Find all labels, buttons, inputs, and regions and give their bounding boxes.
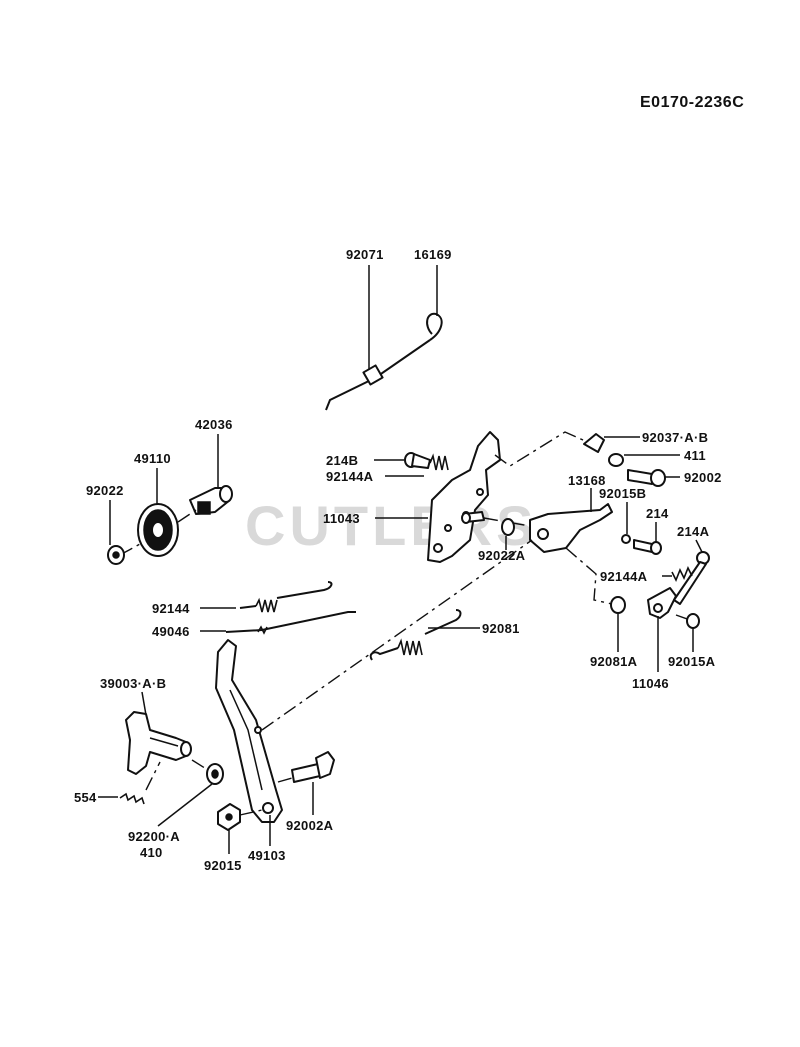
- clip-92015B: [621, 534, 631, 544]
- label-92015A: 92015A: [668, 654, 716, 669]
- bolt-214B: [404, 452, 431, 469]
- label-92081A: 92081A: [590, 654, 638, 669]
- bolt-214A: [673, 551, 710, 605]
- pedal-39003: [125, 711, 192, 775]
- rod-49046: [225, 611, 356, 635]
- label-92002: 92002: [684, 470, 722, 485]
- washer-92022A: [501, 518, 515, 536]
- label-13168: 13168: [568, 473, 606, 488]
- bolt-214: [633, 539, 662, 555]
- label-92037AB: 92037·A·B: [642, 430, 708, 445]
- label-92015: 92015: [204, 858, 242, 873]
- label-42036: 42036: [195, 417, 233, 432]
- label-92022A: 92022A: [478, 548, 526, 563]
- label-92015B: 92015B: [599, 486, 646, 501]
- label-410: 410: [140, 845, 163, 860]
- knob-49110: [137, 503, 179, 557]
- washer-411: [608, 453, 624, 467]
- label-49110: 49110: [134, 451, 171, 466]
- label-214B: 214B: [326, 453, 358, 468]
- watermark: CUTLERS: [245, 494, 537, 557]
- label-554: 554: [74, 790, 97, 805]
- washer-92081A: [610, 596, 626, 614]
- bolt-92002: [627, 469, 666, 487]
- label-92002A: 92002A: [286, 818, 334, 833]
- clip-92037: [583, 433, 605, 453]
- lever-11046: [647, 587, 677, 619]
- lever-49103: [215, 639, 283, 823]
- bolt-92002A: [291, 751, 335, 783]
- shaft-42036: [189, 485, 233, 515]
- label-16169: 16169: [414, 247, 452, 262]
- lever-13168: [529, 503, 613, 553]
- diagram-code: E0170-2236C: [640, 94, 744, 111]
- label-92071: 92071: [346, 247, 384, 262]
- spring-92144: [239, 581, 333, 613]
- rod-92071: [325, 312, 443, 411]
- label-92144A-right: 92144A: [600, 569, 648, 584]
- label-92022: 92022: [86, 483, 124, 498]
- label-92200A: 92200·A: [128, 829, 180, 844]
- label-49046: 49046: [152, 624, 190, 639]
- label-214: 214: [646, 506, 669, 521]
- label-11046: 11046: [632, 676, 669, 691]
- pin-554: [119, 792, 145, 805]
- label-39003AB: 39003·A·B: [100, 676, 166, 691]
- label-11043: 11043: [323, 511, 360, 526]
- label-92081: 92081: [482, 621, 520, 636]
- label-214A: 214A: [677, 524, 710, 539]
- nut-92015A: [686, 613, 700, 629]
- label-92144A-top: 92144A: [326, 469, 374, 484]
- label-411: 411: [684, 448, 706, 463]
- pin-13168: [461, 511, 485, 524]
- label-49103: 49103: [248, 848, 286, 863]
- spring-92081: [369, 609, 462, 661]
- nut-92015: [217, 803, 241, 831]
- label-92144: 92144: [152, 601, 190, 616]
